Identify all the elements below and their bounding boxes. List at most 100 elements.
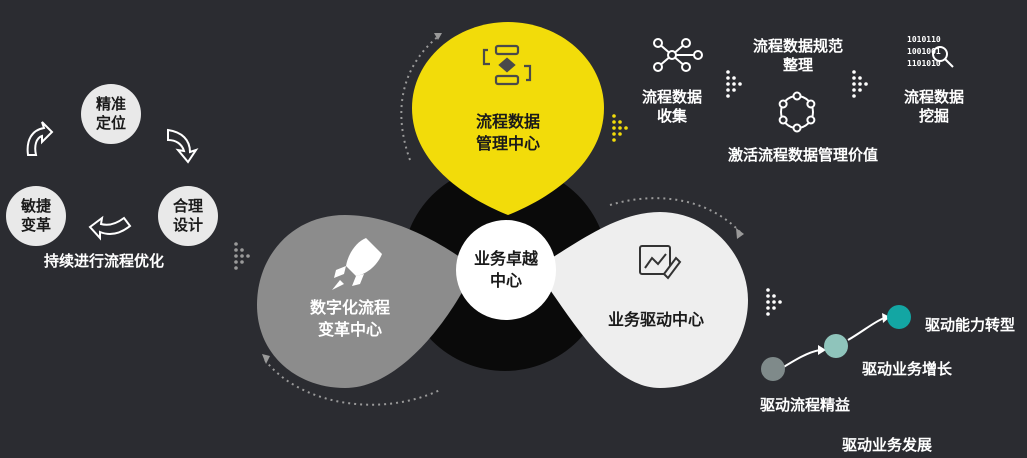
- dot-grid-dot: [234, 242, 238, 246]
- dot-grid-dot: [726, 76, 730, 80]
- dot-grid-dot: [234, 260, 238, 264]
- dot-grid-dot: [624, 126, 628, 130]
- dot-grid-dot: [732, 88, 736, 92]
- curved-arrow-icon: [88, 215, 132, 241]
- dot-grid-dot: [852, 70, 856, 74]
- top-petal-line: 流程数据: [475, 114, 540, 131]
- dot-grid-dot: [612, 114, 616, 118]
- drive-step-label: 驱动能力转型: [925, 317, 1016, 334]
- dotted-arc-right: [609, 197, 741, 233]
- dot-grid-dot: [772, 306, 776, 310]
- dot-grid-dot: [240, 248, 244, 252]
- dot-grid-dot: [864, 82, 868, 86]
- arrowhead: [818, 345, 826, 355]
- workflow-icon: [482, 44, 532, 86]
- curved-arrow-icon: [26, 121, 54, 156]
- dot-grid-dot: [246, 254, 250, 258]
- dot-grid-dot: [858, 88, 862, 92]
- dot-grid-dot: [726, 82, 730, 86]
- drive-connector: [847, 317, 885, 341]
- center-label: 业务卓越 中心: [456, 249, 556, 293]
- magnifier-icon: [932, 46, 954, 68]
- data-mine-label: 流程数据 挖掘: [896, 88, 972, 126]
- arc-arrowhead: [736, 228, 744, 239]
- dot-grid-dot: [612, 132, 616, 136]
- label-line: 流程数据规范: [752, 38, 843, 55]
- dot-grid-dot: [732, 76, 736, 80]
- center-line: 中心: [489, 273, 522, 290]
- dot-grid-dot: [766, 306, 770, 310]
- cycle-item-precise-positioning: 精准 定位: [81, 84, 141, 144]
- rocket-icon: [332, 238, 382, 290]
- dot-grid-dot: [778, 300, 782, 304]
- dot-grid-dot: [240, 260, 244, 264]
- cycle-item-line: 设计: [172, 217, 203, 234]
- binary-line: 1001001: [907, 47, 941, 56]
- arc-arrowhead: [262, 354, 270, 364]
- binary-line: 1101010: [907, 59, 941, 68]
- drive-step-label: 驱动流程精益: [760, 397, 851, 414]
- drive-step-node: [761, 357, 785, 381]
- dot-grid-dot: [852, 76, 856, 80]
- cycle-item-line: 合理: [172, 198, 203, 215]
- right-petal-label: 业务驱动中心: [607, 312, 704, 329]
- dot-grid-dot: [234, 254, 238, 258]
- dot-grid-dot: [852, 82, 856, 86]
- cycle-item-agile-change: 敏捷 变革: [6, 186, 66, 246]
- cycle-item-line: 定位: [95, 115, 126, 132]
- drive-step-node: [824, 334, 848, 358]
- binary-text: 1010110 1001001 1101010: [907, 34, 941, 70]
- arc-arrowhead: [434, 33, 442, 40]
- dot-grid-dot: [858, 76, 862, 80]
- dot-grid-dot: [858, 82, 862, 86]
- dot-grid-dot: [772, 294, 776, 298]
- dot-grid-dot: [618, 120, 622, 124]
- cycle-item-reasonable-design: 合理 设计: [158, 186, 218, 246]
- cycle-item-line: 敏捷: [20, 198, 51, 215]
- dot-grid-dot: [612, 120, 616, 124]
- drive-step-label: 驱动业务增长: [862, 361, 953, 378]
- network-icon: [653, 38, 703, 72]
- dot-grid-dot: [766, 300, 770, 304]
- left-petal-label: 数字化流程 变革中心: [300, 298, 400, 342]
- dot-grid-dot: [612, 138, 616, 142]
- dot-grid-dot: [852, 94, 856, 98]
- cycle-network-icon: [778, 91, 816, 133]
- label-line: 整理: [782, 57, 813, 74]
- drive-connector: [781, 349, 821, 369]
- dotted-arc-bottom: [264, 359, 441, 406]
- curved-arrow-icon: [167, 128, 199, 164]
- dot-grid-dot: [852, 88, 856, 92]
- top-petal-label: 流程数据 管理中心: [458, 112, 558, 156]
- dot-grid-dot: [738, 82, 742, 86]
- dot-grid-dot: [618, 126, 622, 130]
- drive-caption: 驱动业务发展: [842, 437, 933, 454]
- dot-grid-dot: [612, 126, 616, 130]
- label-line: 收集: [656, 108, 687, 125]
- left-petal-line: 变革中心: [317, 322, 382, 339]
- dot-grid-dot: [732, 82, 736, 86]
- cycle-item-line: 变革: [20, 217, 51, 234]
- dot-grid-dot: [726, 88, 730, 92]
- center-circle: [456, 220, 556, 320]
- dot-grid-dot: [726, 70, 730, 74]
- dot-grid-dot: [766, 288, 770, 292]
- dotted-arc-top: [400, 34, 441, 161]
- dot-grid-dot: [618, 132, 622, 136]
- left-petal: [257, 215, 475, 388]
- data-activate-label: 激活流程数据管理价值: [727, 147, 878, 164]
- data-collect-label: 流程数据 收集: [634, 88, 710, 126]
- label-line: 流程数据: [641, 89, 702, 106]
- left-petal-line: 数字化流程: [309, 300, 390, 317]
- top-petal: [412, 22, 604, 215]
- binary-line: 1010110: [907, 35, 941, 44]
- dot-grid-dot: [772, 300, 776, 304]
- arrowhead: [882, 313, 890, 323]
- dot-grid-dot: [726, 94, 730, 98]
- dot-grid-dot: [240, 254, 244, 258]
- dot-grid-dot: [234, 266, 238, 270]
- dot-grid-dot: [234, 248, 238, 252]
- top-petal-line: 管理中心: [475, 136, 540, 153]
- label-line: 挖掘: [918, 108, 949, 125]
